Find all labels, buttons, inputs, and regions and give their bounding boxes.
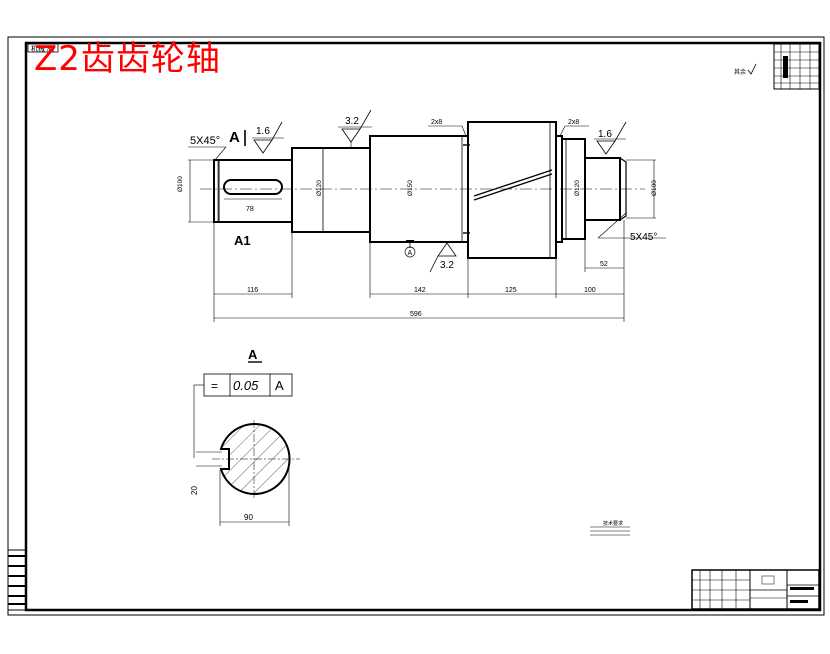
title-block — [691, 569, 820, 610]
dim-right-section: 100 — [584, 287, 596, 294]
dia-label-4: Ø120 — [574, 180, 581, 196]
roughness-4: 1.6 — [594, 121, 627, 155]
section-width-dim: 90 — [244, 513, 253, 522]
outer-border — [7, 36, 825, 616]
tolerance-value: 0.05 — [233, 378, 259, 393]
roughness-1: 1.6 — [252, 121, 284, 154]
section-view-title: A — [248, 347, 258, 362]
section-view-circle — [212, 420, 300, 500]
section-callout-bottom: A1 — [234, 233, 251, 248]
dia-label-2: Ø120 — [316, 180, 323, 196]
dia-label-left: Ø100 — [177, 176, 184, 192]
drawing-title: Z2齿齿轮轴 — [34, 39, 221, 79]
svg-text:1.6: 1.6 — [598, 129, 612, 140]
datum-letter: A — [408, 250, 413, 257]
left-margin-table — [7, 549, 27, 611]
svg-text:3.2: 3.2 — [440, 260, 454, 271]
dia-label-right: Ø100 — [651, 180, 658, 196]
inner-frame — [24, 41, 822, 612]
keyway-slot — [223, 179, 283, 195]
svg-text:3.2: 3.2 — [345, 116, 359, 127]
tolerance-frame: = 0.05 A — [193, 373, 293, 458]
corner-label-box — [27, 43, 59, 53]
groove-label-right: 2x8 — [568, 119, 579, 126]
dim-left-section: 116 — [247, 287, 258, 294]
revision-table — [773, 43, 820, 90]
shaft-outline — [213, 121, 627, 259]
technical-notes-title: 技术要求 — [603, 520, 623, 527]
dia-label-3: Ø150 — [407, 180, 414, 196]
corner-label: 机械 制 — [31, 44, 54, 53]
chamfer-right: 5X45° — [630, 232, 657, 243]
technical-notes — [590, 526, 630, 536]
roughness-rest-label: 其余 — [734, 68, 746, 76]
chamfer-left: 5X45° — [190, 135, 220, 147]
dim-overall: 596 — [410, 311, 422, 318]
datum-marker — [404, 246, 416, 258]
svg-text:1.6: 1.6 — [256, 126, 270, 137]
dim-middle-section: 142 — [414, 287, 426, 294]
helical-teeth-lines — [473, 169, 553, 201]
tolerance-symbol: = — [211, 379, 218, 393]
groove-label-left: 2x8 — [431, 119, 442, 126]
roughness-2: 3.2 — [338, 109, 372, 148]
roughness-rest-icon — [747, 63, 757, 75]
keyway-length: 78 — [246, 206, 254, 213]
dim-gear-width: 125 — [505, 287, 517, 294]
roughness-3: 3.2 — [429, 242, 457, 273]
section-depth-dim: 20 — [190, 486, 199, 495]
tolerance-datum: A — [275, 378, 284, 393]
dim-right-journal: 52 — [600, 261, 608, 268]
section-callout-top: A — [229, 129, 240, 146]
